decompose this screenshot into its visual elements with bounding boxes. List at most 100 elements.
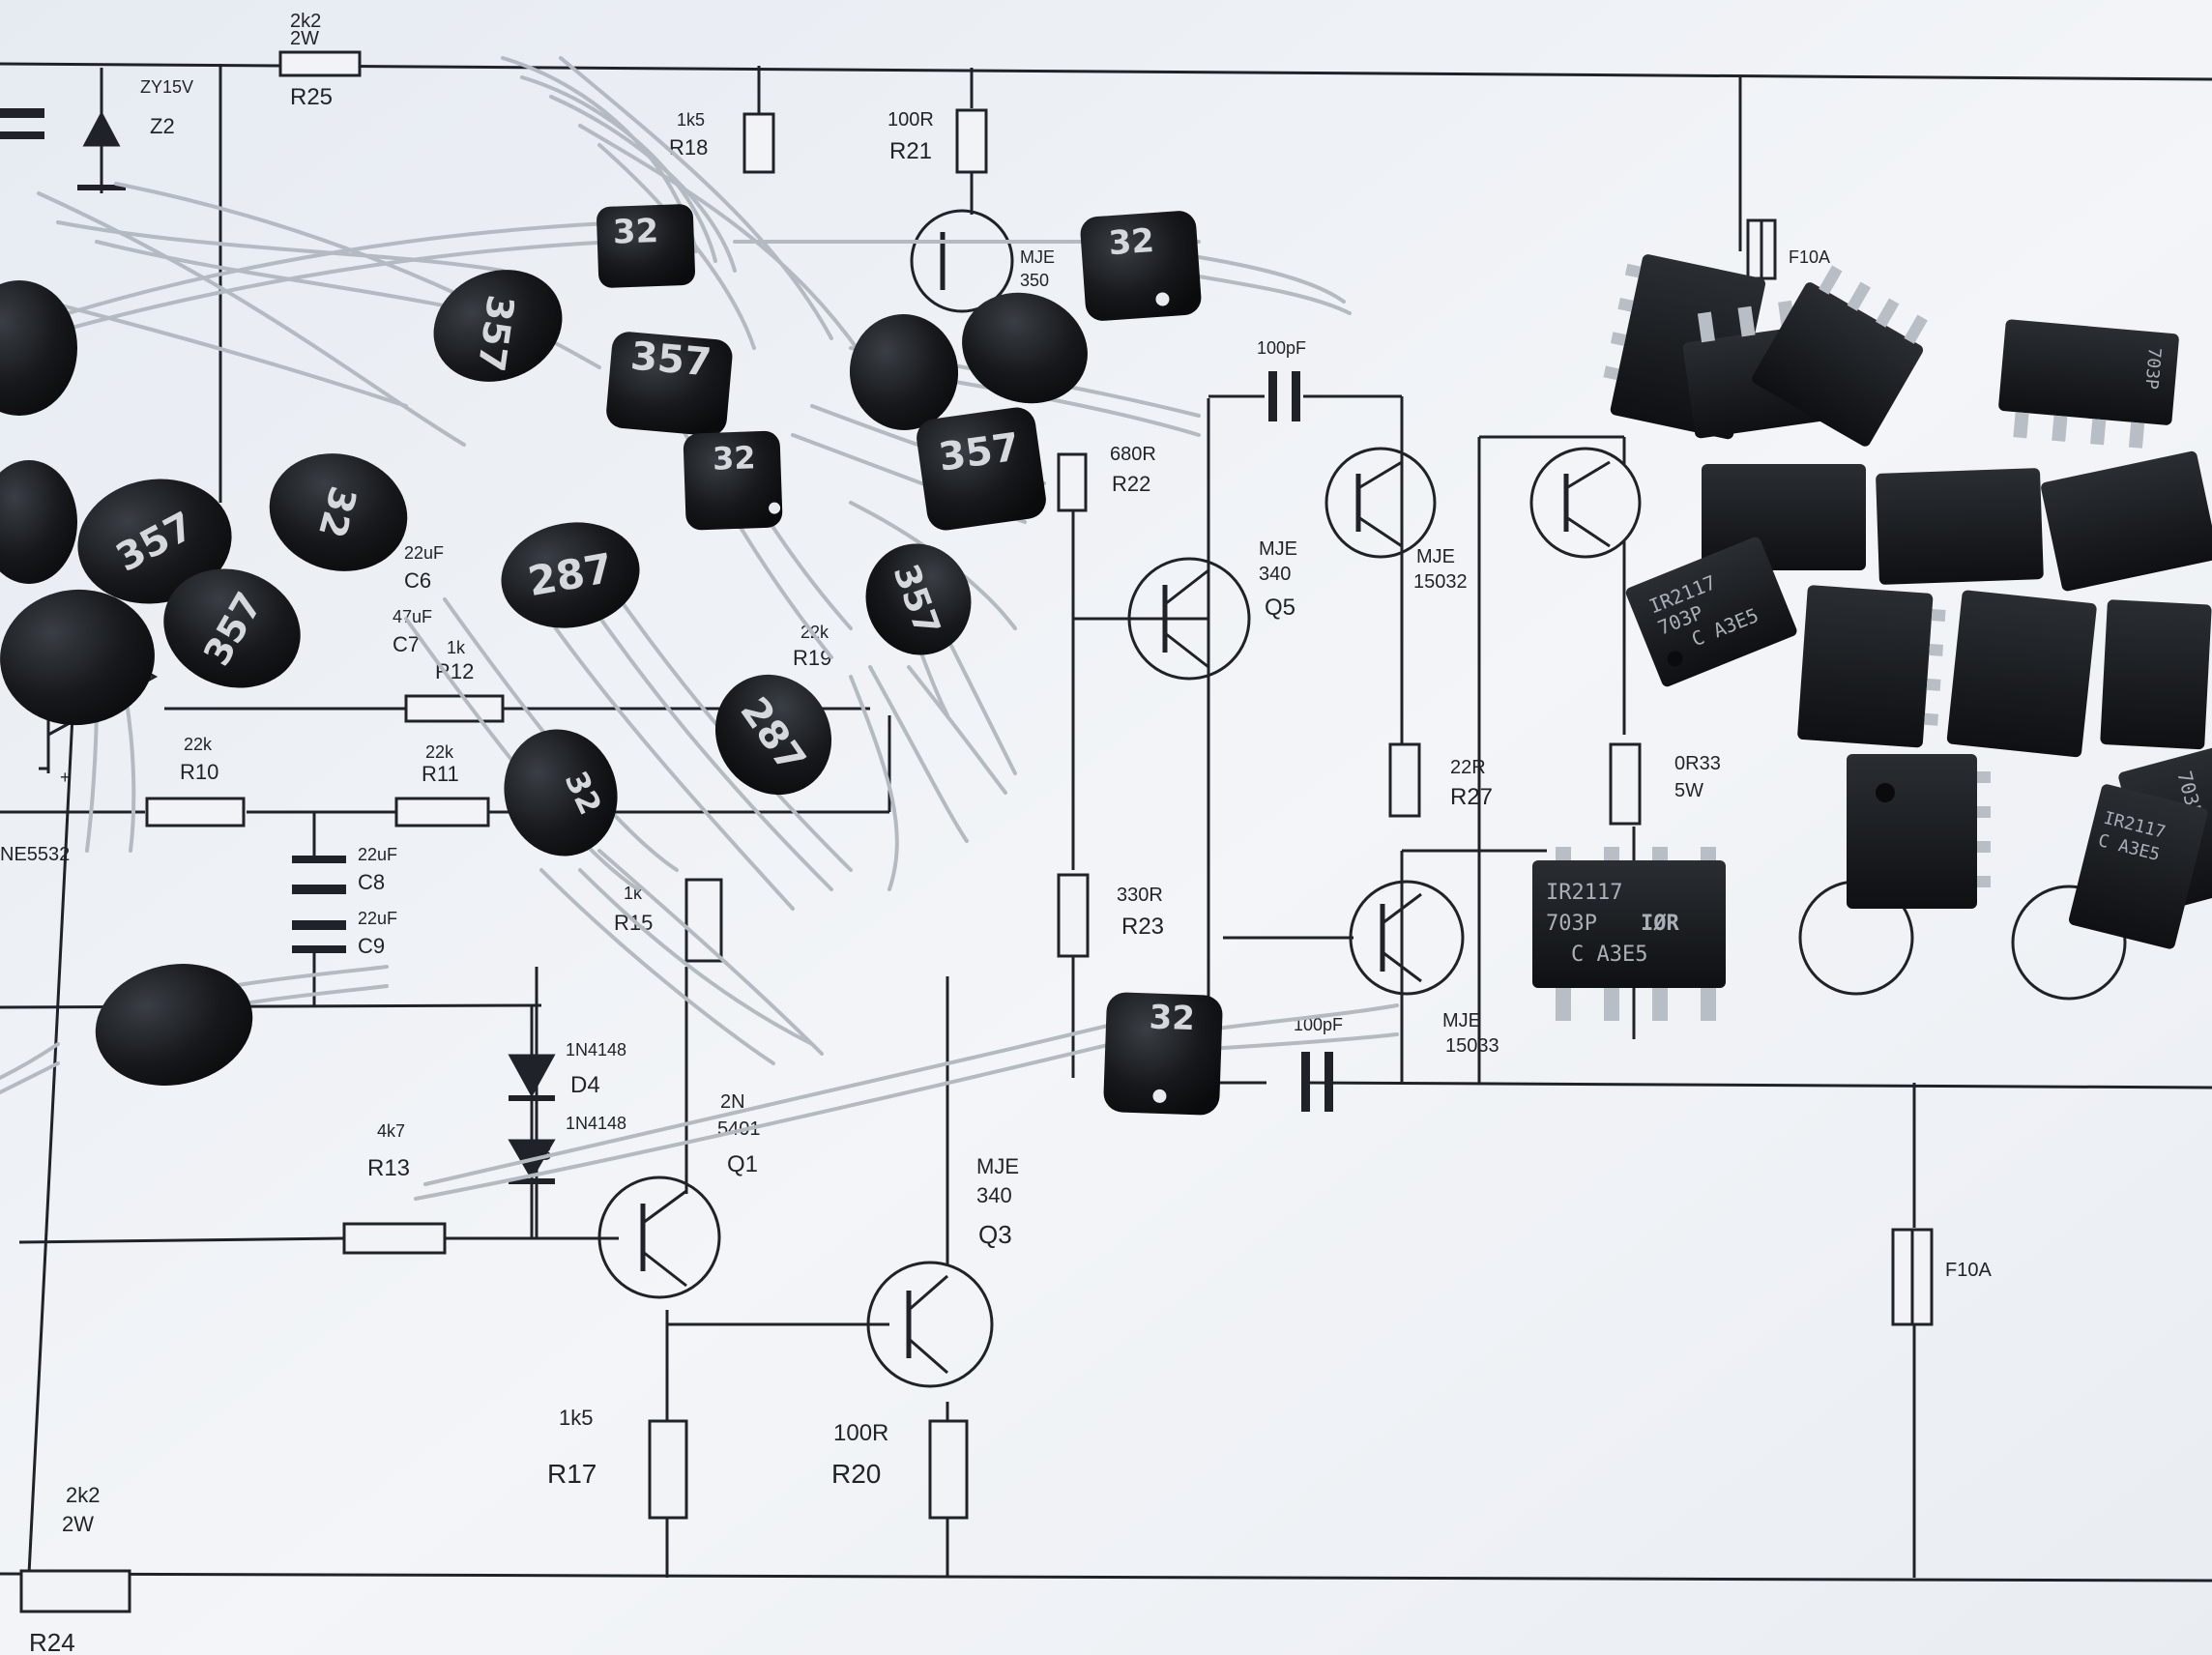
resistor-r13 [342,1222,447,1255]
label-r12-value: 1k [447,638,466,657]
capacitor-c8-plate-b [292,885,346,894]
transistor [0,280,77,416]
q-mje350-symbol [910,209,1014,313]
label-d4-type: 1N4148 [566,1040,626,1060]
capacitor-c9-plate-b [292,945,346,953]
transistor: 32 [683,430,783,531]
label-r-power-value: 0R33 [1674,753,1721,774]
ic-chips: 703P 703P [1532,254,2212,1021]
label-r17-value: 1k5 [559,1406,593,1430]
label-mje15033-b: 15033 [1445,1035,1499,1057]
label-r21-value: 100R [888,109,934,131]
transistor: 357 [606,332,733,436]
transistor: 357 [865,543,972,655]
label-r18-value: 1k5 [677,110,705,130]
resistor-r22 [1057,452,1088,512]
q3-symbol [866,1261,994,1388]
label-r25-value: 2k2 [290,11,321,32]
label-c6-value: 22uF [404,543,444,563]
ic-marking-line2: 703P [1546,912,1597,936]
label-r13-value: 4k7 [377,1121,405,1141]
ic-chip [2100,599,2212,750]
transistor: 32 [269,453,408,571]
label-c8-value: 22uF [358,845,397,864]
label-r20-ref: R20 [831,1459,881,1489]
label-z2-ref: Z2 [150,114,175,138]
ic-logo: IØR [1641,912,1679,936]
capacitor-left-top-b [0,131,44,139]
ic-chip: 703P [1998,319,2179,449]
transistor-marking: 32 [712,439,756,478]
transistor-symbols [597,209,2127,1388]
label-100pf-bottom: 100pF [1294,1015,1343,1034]
ic-chip [2041,450,2212,592]
label-r24-value: 2k2 [66,1483,100,1507]
label-r-power-rating: 5W [1674,780,1703,801]
zener-diode-z2 [77,68,126,193]
capacitor-c8-plate-a [292,856,346,863]
label-100pf-top: 100pF [1257,338,1306,358]
transistor-marking: 357 [628,334,713,386]
ic-marking-line1: IR2117 [1546,881,1622,905]
schematic-labels: 2k2 2W R25 ZY15V Z2 1k5 R18 100R R21 MJE… [0,11,1992,1655]
ic-marking-line3: C A3E5 [1571,943,1647,967]
label-r23-value: 330R [1117,885,1163,906]
label-r23-ref: R23 [1121,914,1164,940]
schematic-capacitors [0,108,1333,1112]
label-r22-value: 680R [1110,444,1156,465]
q-right-bot-b-symbol [2011,885,2127,1001]
label-r17-ref: R17 [547,1459,597,1489]
transistor: 357 [433,270,563,382]
q-mje15032-symbol [1324,447,1437,559]
capacitor-100pf-bot-a [1301,1052,1310,1112]
label-q5-a: MJE [1259,538,1297,560]
loose-transistors: 32 32 357 357 32 357 [0,204,1223,1116]
resistor-r27 [1388,742,1421,818]
capacitor-c9-plate-a [292,920,346,930]
ic-chip [1876,468,2044,585]
label-opamp-plus: + [60,768,71,787]
transistor-marking: 32 [612,212,659,252]
label-q3-ref: Q3 [978,1220,1012,1249]
resistor-r23 [1057,873,1090,958]
transistor: 32 [597,204,695,288]
resistor-r15 [684,878,723,963]
label-q3-b: 340 [976,1183,1012,1207]
label-z2-value: ZY15V [140,77,193,97]
fuse-lines [1760,220,1914,1324]
label-c7-value: 47uF [393,607,432,626]
label-q5-b: 340 [1259,564,1291,585]
capacitor-left-top-a [0,108,44,118]
resistor-r25 [278,50,362,77]
label-r11-ref: R11 [422,762,459,786]
label-f10a-top: F10A [1789,247,1830,267]
ic-chip [1752,265,1928,447]
transistor [0,589,155,726]
label-r10-ref: R10 [180,760,218,784]
resistor-r11 [394,797,490,828]
label-c8-ref: C8 [358,870,385,894]
label-r24-ref: R24 [29,1628,75,1655]
ic-chip [1847,754,1991,909]
label-c7-ref: C7 [393,632,420,656]
resistor-r24 [19,1569,131,1613]
transistor [962,292,1088,404]
transistor: 357 [917,407,1046,531]
transistor: 32 [1080,211,1202,321]
resistor-r10 [145,797,246,828]
ic-chip-ir2117-b: IR2117 703P C A3E5 [1625,537,1797,687]
q-mje15033-symbol [1349,880,1465,996]
label-mje350-b: 350 [1020,271,1049,290]
transistor [849,314,959,430]
label-r20-value: 100R [833,1420,888,1446]
label-r24-power: 2W [62,1512,94,1536]
resistor-r20 [928,1419,969,1520]
resistor-r-power [1609,742,1642,826]
label-q1-a: 2N [720,1091,745,1113]
transistor-marking: 32 [1149,998,1196,1038]
transistor: 287 [714,674,832,796]
q-right-top-symbol [1529,447,1642,559]
ic-chip [1797,585,1946,748]
